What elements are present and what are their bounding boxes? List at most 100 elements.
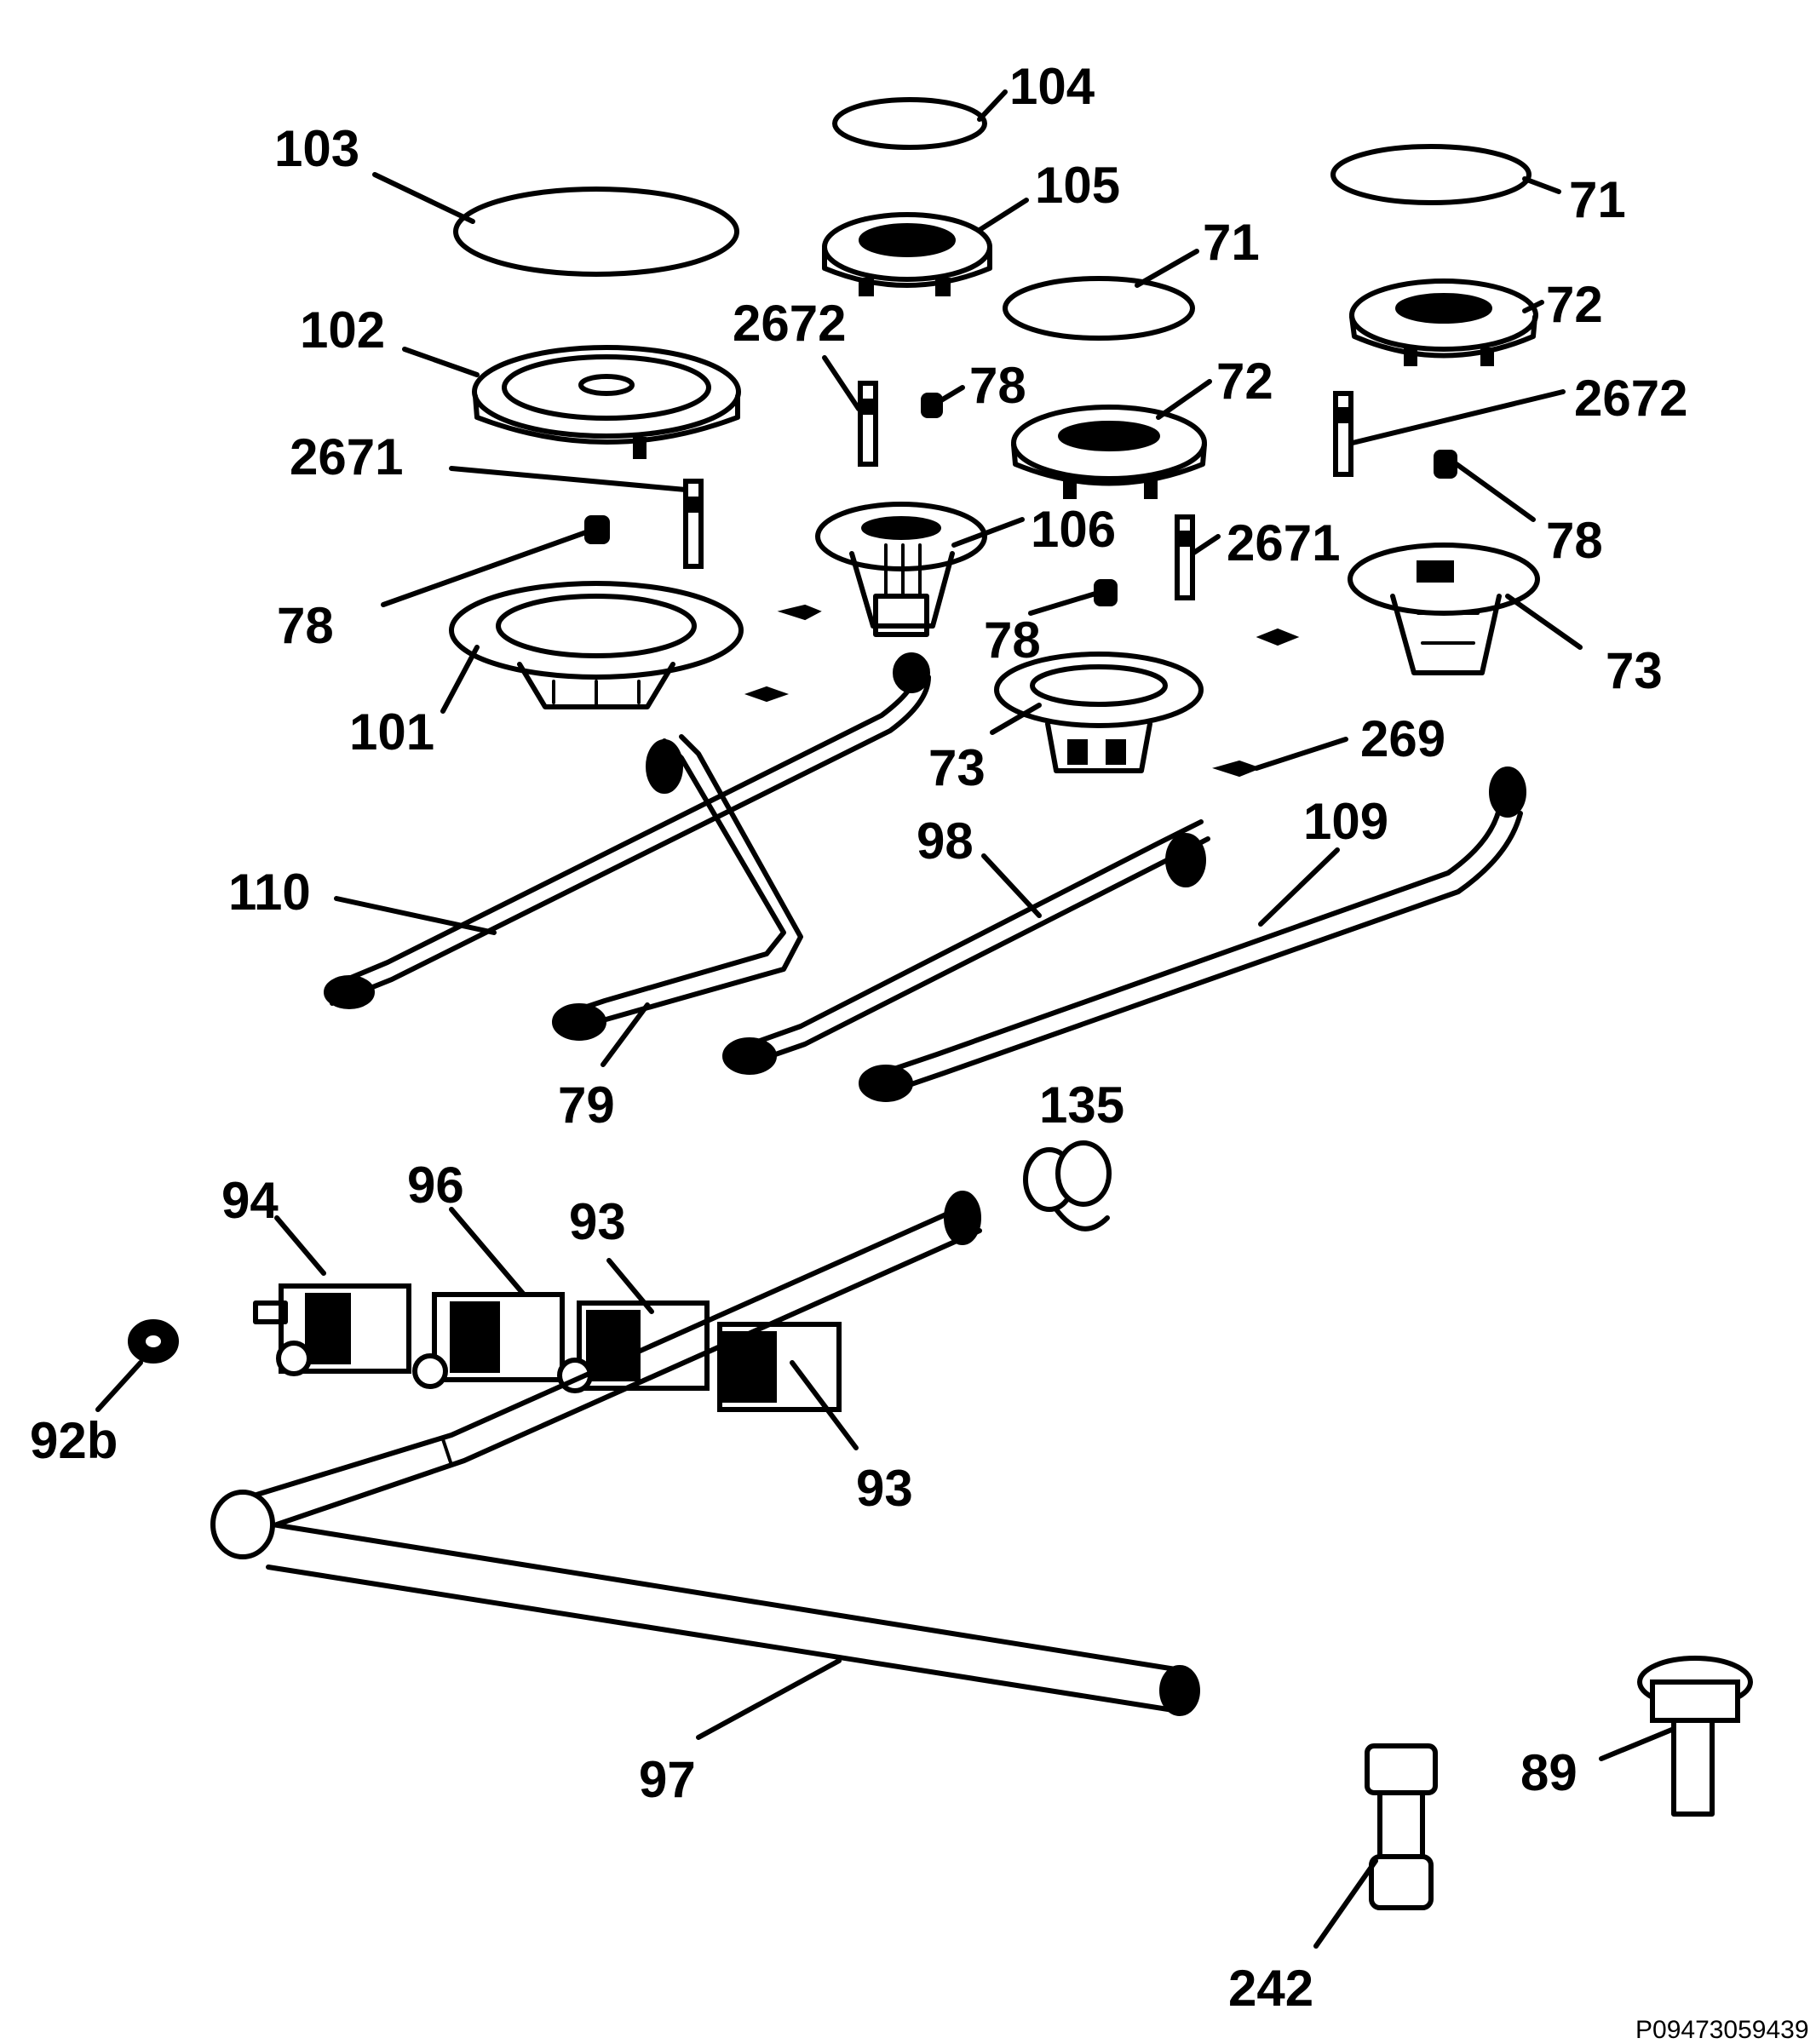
part-72-burner-crown-center [1011,405,1207,499]
part-injector-marker-1 [777,604,822,621]
leader-89 [1599,1726,1676,1761]
leader-2671-left [449,466,688,492]
part-2672-electrode-right [1333,391,1353,477]
part-101-large-burner-body [449,581,744,709]
leader-71-right [1522,176,1561,194]
callout-72-right: 72 [1546,276,1603,333]
callout-89: 89 [1520,1744,1578,1801]
leader-78-center [1028,591,1098,616]
callout-2672-right: 2672 [1574,370,1687,427]
part-71-ring-right [1330,144,1532,205]
callout-135: 135 [1039,1077,1124,1134]
part-73-burner-body-right [1348,543,1540,675]
leader-2672-left [822,355,861,411]
part-79-gas-pipe [552,734,803,1041]
part-2672-electrode-left [858,381,878,467]
leader-110 [334,896,497,935]
part-135-clamp [1023,1140,1112,1232]
callout-2671-left: 2671 [290,428,403,485]
callout-71-right: 71 [1569,171,1626,228]
callout-92b: 92b [30,1412,118,1469]
callout-269: 269 [1360,710,1445,767]
callout-105: 105 [1035,157,1120,214]
callout-78-left: 78 [277,597,334,654]
callout-93-top: 93 [569,1193,626,1250]
part-96-gas-valve [412,1292,565,1389]
leader-78-top [939,385,965,403]
leader-269 [1254,737,1348,771]
part-2671-electrode-left [683,479,704,569]
leader-103 [372,172,475,224]
leader-105 [977,198,1029,233]
callout-78-right: 78 [1546,512,1603,569]
part-98-gas-pipe [722,819,1210,1075]
callout-2672-left: 2672 [733,295,846,352]
leader-242 [1313,1858,1378,1949]
part-78-screw-center [1094,579,1118,606]
callout-73-center: 73 [928,739,986,796]
part-78-screw-top [921,393,943,418]
part-94-gas-valve [253,1283,411,1376]
callout-101: 101 [349,703,434,761]
callout-2671-center: 2671 [1227,514,1340,571]
leader-79 [601,1002,650,1067]
leader-102 [402,347,480,377]
leader-94 [274,1215,326,1276]
callout-110: 110 [228,864,311,921]
part-110-gas-pipe [324,652,931,1009]
callout-78-top: 78 [969,357,1026,414]
part-242-gas-connector [1365,1743,1438,1910]
leader-2671-center [1190,534,1221,556]
leader-72-right [1522,300,1544,313]
part-269-injector [1212,760,1261,778]
leader-73-right [1505,594,1583,650]
leader-109 [1258,847,1340,927]
leader-96 [449,1207,526,1297]
leader-92b [95,1360,143,1412]
leader-71-center [1135,249,1199,288]
leader-78-left [381,530,589,607]
callout-78-center: 78 [984,611,1041,669]
leader-106 [951,517,1025,548]
leader-93-bottom [790,1360,859,1450]
leader-98 [981,853,1042,918]
leader-2672-right [1350,389,1566,445]
part-73-burner-body-center [994,652,1204,773]
leader-97 [696,1658,842,1740]
part-2671-electrode-center [1175,514,1195,600]
part-78-screw-left [584,515,610,544]
leader-101 [440,645,480,714]
callout-102: 102 [300,301,385,359]
part-78-screw-right [1434,450,1457,479]
part-72-burner-crown-right [1349,278,1538,366]
leader-78-right [1454,462,1536,522]
diagram-reference-code: P09473059439 [1635,2016,1809,2044]
part-97-manifold-pipe [210,1191,1200,1716]
callout-109: 109 [1303,793,1388,850]
part-109-gas-pipe [859,766,1526,1102]
callout-71-center: 71 [1203,214,1260,271]
callout-103: 103 [274,120,359,177]
part-71-ring-center [1003,276,1195,341]
leader-93-top [606,1258,654,1314]
part-102-large-burner-crown [472,345,741,459]
callout-79: 79 [558,1077,615,1134]
callout-242: 242 [1228,1960,1313,2017]
part-105-burner-crown [822,212,992,296]
part-93-gas-valve-2 [717,1322,842,1412]
part-injector-marker-2 [744,686,790,703]
leader-72-center [1156,379,1212,420]
part-103-large-burner-ring [453,187,739,277]
callout-97: 97 [639,1751,696,1808]
callout-96: 96 [407,1157,464,1214]
callout-93-bottom: 93 [856,1460,913,1517]
callout-106: 106 [1031,501,1116,558]
callout-98: 98 [917,812,974,870]
part-106-burner-body [815,502,987,637]
callout-104: 104 [1009,58,1095,115]
callout-73-right: 73 [1606,642,1663,699]
callout-94: 94 [221,1172,279,1229]
leader-73-center [990,703,1042,735]
callout-72-center: 72 [1216,353,1273,410]
